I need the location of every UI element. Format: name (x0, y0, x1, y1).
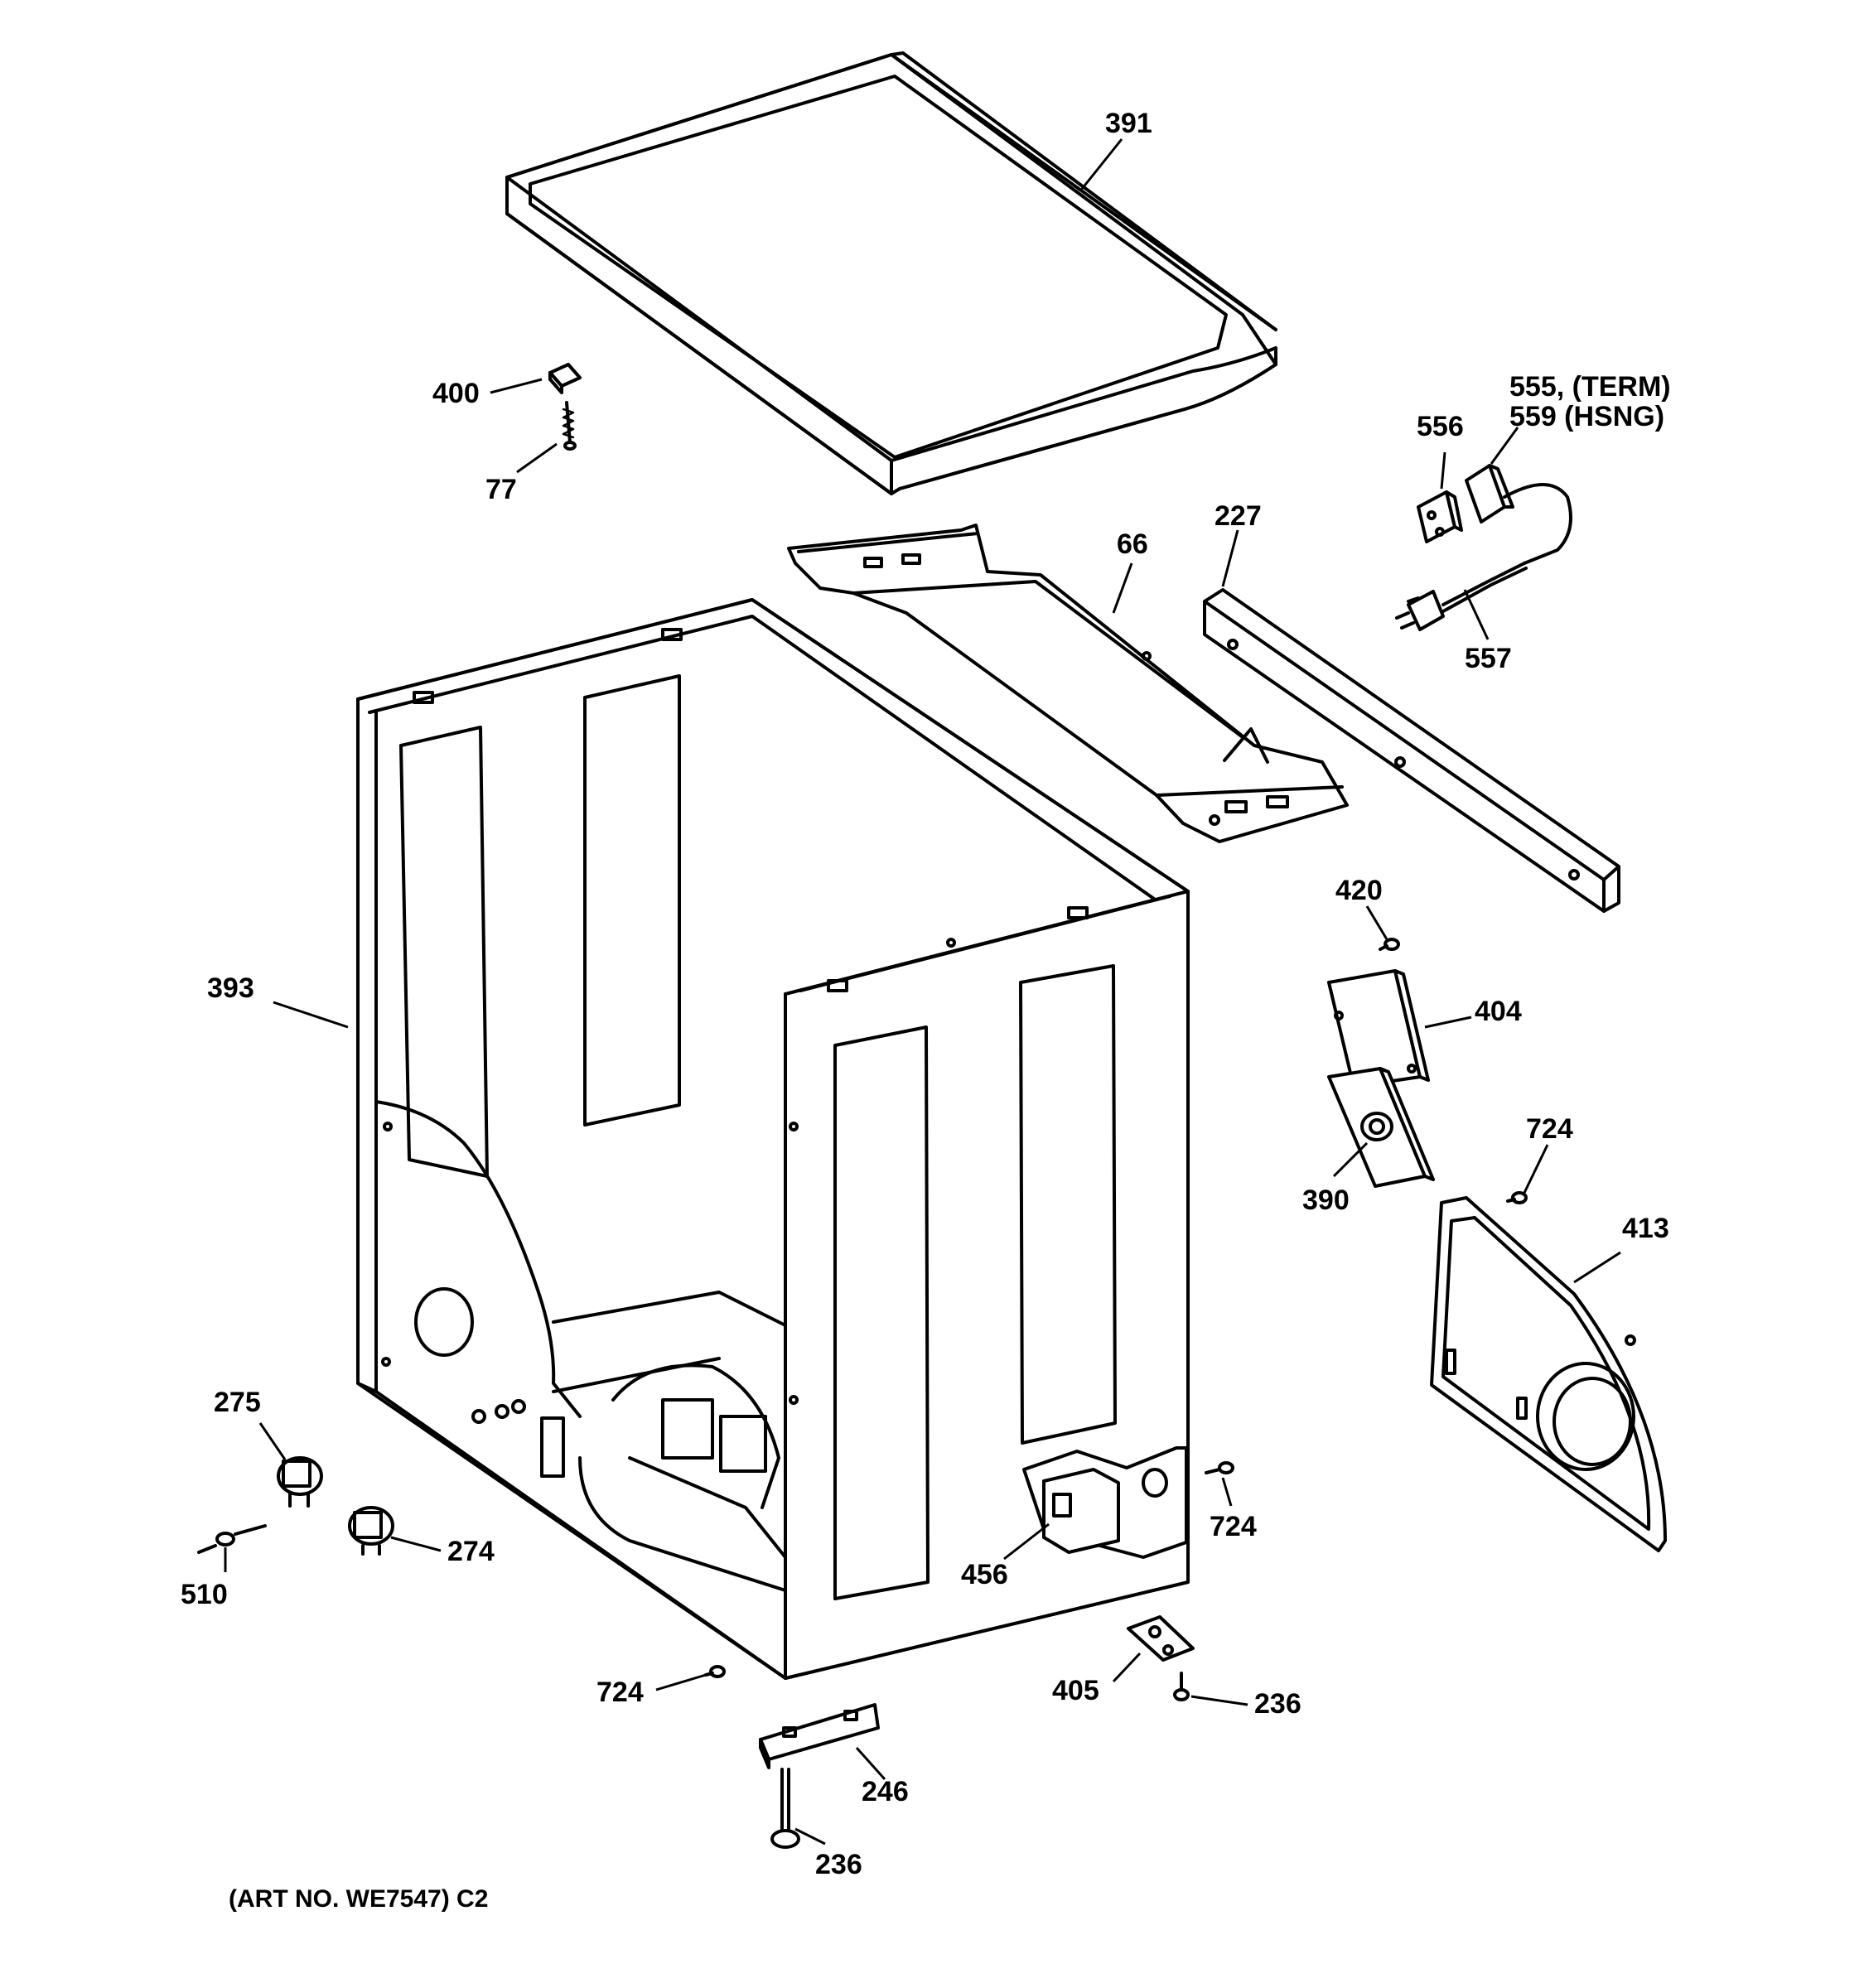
callout-559-hsng[interactable]: 559 (HSNG) (1509, 401, 1664, 432)
callout-236-right[interactable]: 236 (1254, 1688, 1301, 1720)
callout-724-upper[interactable]: 724 (1526, 1113, 1573, 1145)
callout-274[interactable]: 274 (447, 1536, 495, 1567)
callout-275[interactable]: 275 (214, 1387, 261, 1418)
callout-labels: 391 400 77 66 227 556 555, (TERM) 559 (H… (181, 108, 1671, 1880)
callout-393[interactable]: 393 (207, 972, 254, 1004)
part-724-screw-right[interactable] (1205, 1461, 1234, 1474)
leader-lines (224, 138, 1621, 1846)
part-77-screw[interactable] (562, 401, 577, 451)
callout-420[interactable]: 420 (1335, 875, 1383, 906)
callout-405[interactable]: 405 (1052, 1675, 1099, 1706)
art-number-label: (ART NO. WE7547) C2 (229, 1885, 488, 1913)
callout-724-right[interactable]: 724 (1210, 1511, 1257, 1542)
callout-413[interactable]: 413 (1622, 1213, 1669, 1244)
part-405-bracket[interactable] (1127, 1615, 1195, 1662)
callout-400[interactable]: 400 (432, 378, 480, 409)
part-236-screw-right[interactable] (1173, 1672, 1190, 1701)
callout-66[interactable]: 66 (1117, 528, 1148, 560)
callout-456[interactable]: 456 (961, 1559, 1008, 1590)
part-227-bar[interactable] (1203, 588, 1620, 913)
part-724-screw-bottom[interactable] (704, 1665, 726, 1678)
callout-724-bottom[interactable]: 724 (596, 1677, 644, 1708)
callout-404[interactable]: 404 (1475, 996, 1522, 1027)
part-390-plate[interactable] (1327, 1067, 1435, 1188)
callout-555-term[interactable]: 555, (TERM) (1509, 371, 1671, 403)
part-275-thermostat[interactable] (277, 1456, 323, 1508)
part-456-bracket[interactable] (1022, 1446, 1188, 1559)
part-555-559-housing[interactable] (1465, 464, 1572, 565)
part-404-plate[interactable] (1327, 969, 1430, 1088)
part-391-top-panel[interactable] (505, 51, 1277, 495)
callout-556[interactable]: 556 (1417, 411, 1464, 442)
callout-77[interactable]: 77 (485, 474, 517, 505)
part-66-bracket[interactable] (787, 524, 1349, 843)
part-413-front-panel[interactable] (1430, 1196, 1667, 1552)
part-236-leveling-leg[interactable] (770, 1768, 800, 1849)
part-400-clip-nut[interactable] (548, 363, 582, 394)
callout-391[interactable]: 391 (1105, 108, 1152, 139)
part-556-terminal-block[interactable] (1417, 490, 1463, 543)
callout-236-leg[interactable]: 236 (815, 1849, 862, 1880)
callout-390[interactable]: 390 (1302, 1185, 1350, 1216)
callout-557[interactable]: 557 (1465, 643, 1512, 674)
part-274-thermostat[interactable] (348, 1506, 394, 1556)
part-510-screw[interactable] (197, 1524, 267, 1554)
part-246-foot-bracket[interactable] (759, 1703, 880, 1769)
part-557-power-cord-plug[interactable] (1395, 562, 1528, 631)
callout-246[interactable]: 246 (862, 1776, 909, 1807)
callout-510[interactable]: 510 (181, 1579, 228, 1610)
part-724-screw-upper[interactable] (1506, 1191, 1528, 1204)
part-420-screw[interactable] (1379, 938, 1400, 951)
callout-227[interactable]: 227 (1214, 500, 1262, 532)
